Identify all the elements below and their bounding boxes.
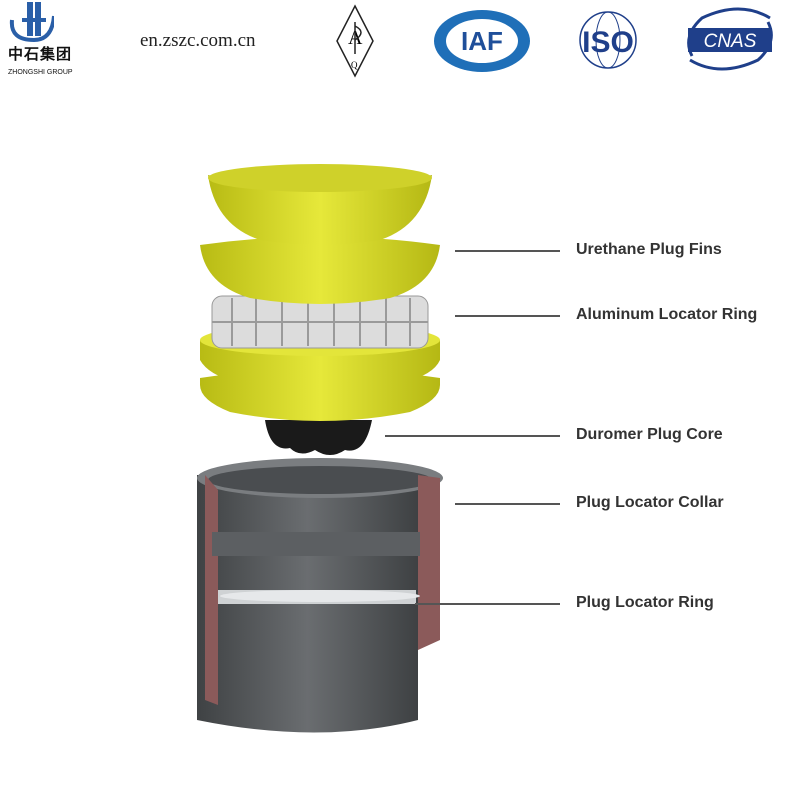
duromer-plug-core	[265, 420, 372, 455]
company-name-en: ZHONGSHI GROUP	[8, 69, 73, 76]
iso-logo: ISO	[579, 11, 637, 69]
leader-line	[385, 435, 560, 437]
svg-text:ISO: ISO	[582, 26, 634, 59]
leader-line	[455, 250, 560, 252]
api-monogram-logo: A Q	[336, 4, 374, 78]
website-url: en.zszc.com.cn	[140, 30, 256, 51]
label-urethane-plug-fins: Urethane Plug Fins	[576, 241, 722, 258]
leader-line	[455, 315, 560, 317]
iaf-logo: IAF	[434, 10, 530, 72]
plug-locator-collar	[197, 458, 443, 733]
svg-text:CNAS: CNAS	[704, 31, 757, 52]
leader-line	[455, 503, 560, 505]
zhongshi-logo-icon	[9, 2, 54, 43]
label-plug-locator-collar: Plug Locator Collar	[576, 494, 724, 511]
cement-plug-illustration	[197, 164, 443, 733]
label-aluminum-locator-ring: Aluminum Locator Ring	[576, 306, 758, 323]
svg-text:Q: Q	[351, 60, 358, 70]
company-name-cn: 中石集团	[8, 46, 73, 63]
label-duromer-plug-core: Duromer Plug Core	[576, 426, 723, 443]
cnas-logo: CNAS	[687, 7, 773, 71]
leader-line	[415, 603, 560, 605]
urethane-plug-fins	[200, 164, 440, 421]
label-plug-locator-ring: Plug Locator Ring	[576, 594, 714, 611]
svg-text:IAF: IAF	[461, 26, 503, 56]
